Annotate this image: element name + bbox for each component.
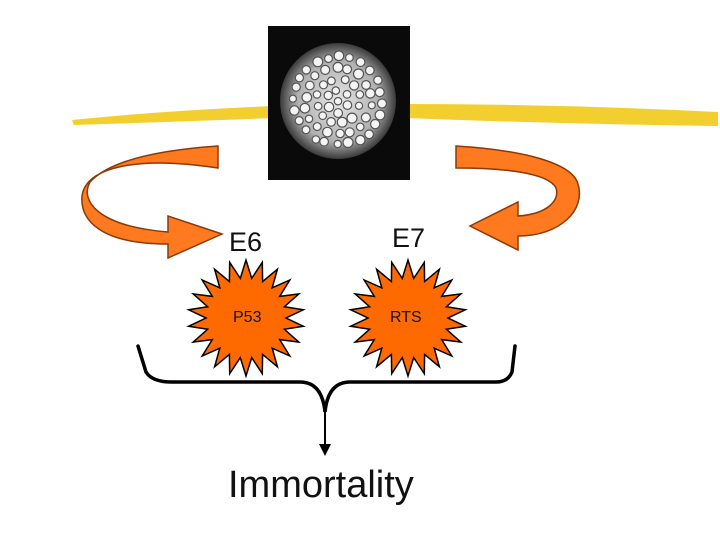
capsomere: [333, 139, 342, 149]
capsomere: [288, 94, 297, 103]
capsomere: [336, 116, 348, 128]
capsomere: [364, 65, 375, 76]
capsomere: [326, 116, 337, 127]
capsomere: [333, 96, 343, 106]
capsomere: [301, 91, 313, 103]
capsomere: [374, 109, 386, 121]
capsomere: [312, 56, 324, 68]
capsomere: [376, 98, 388, 109]
capsomere: [352, 68, 365, 80]
curved-arrow-left-icon: [455, 145, 581, 252]
capsomere: [373, 75, 383, 85]
arrow-down-icon: [319, 444, 331, 456]
capsomere: [312, 90, 322, 99]
capsomere: [342, 89, 352, 99]
capsomere: [294, 73, 305, 83]
immortality-label: Immortality: [228, 464, 414, 506]
capsomere: [355, 90, 365, 99]
e6-label: E6: [229, 227, 263, 257]
capsomere: [355, 57, 366, 68]
curved-arrow-right-icon: [81, 145, 225, 260]
capsomere: [342, 136, 354, 149]
capsomere: [331, 86, 341, 95]
capsomere: [291, 82, 301, 92]
capsomere: [294, 115, 304, 126]
capsomere: [323, 90, 334, 101]
capsomere: [301, 125, 311, 135]
highlight-bar-left: [72, 106, 275, 125]
capsomere: [312, 122, 322, 132]
capsomere: [364, 88, 376, 99]
capsomere: [310, 71, 320, 81]
capsomere: [318, 80, 329, 90]
capsomere: [304, 114, 314, 124]
capsomere: [335, 128, 345, 139]
highlight-bar: [72, 104, 718, 126]
capsomere: [324, 54, 334, 64]
capsomere: [313, 101, 323, 111]
capsomere: [323, 101, 335, 113]
virus-capsomeres: [288, 50, 388, 149]
highlight-bar-right: [405, 104, 718, 126]
capsomere: [319, 136, 330, 147]
capsomere: [354, 134, 366, 146]
capsomere: [322, 126, 333, 138]
rts-starburst-icon: [348, 257, 468, 379]
capsomere: [354, 101, 364, 111]
capsomere: [318, 111, 328, 121]
e7-label: E7: [392, 223, 426, 253]
virus-particle-image: [268, 26, 410, 180]
capsomere: [346, 112, 358, 124]
capsomere: [367, 101, 376, 110]
capsomere: [326, 76, 336, 86]
rts-label: RTS: [390, 309, 422, 326]
capsomere: [299, 102, 311, 114]
capsomere: [364, 129, 375, 140]
capsomere: [311, 135, 321, 144]
capsomere: [333, 50, 345, 62]
capsomere: [320, 64, 331, 76]
capsomere: [340, 75, 350, 85]
capsomere: [301, 65, 312, 75]
capsomere: [342, 100, 353, 110]
convergence-brace: [136, 344, 517, 413]
capsomere: [348, 80, 360, 91]
capsomere: [342, 64, 353, 75]
capsomere: [374, 86, 385, 98]
capsomere: [345, 53, 354, 62]
capsomere: [370, 118, 381, 130]
capsomere: [360, 112, 371, 123]
capsomere: [332, 61, 344, 73]
capsomere: [355, 122, 365, 132]
capsomere: [344, 127, 355, 138]
capsomere: [304, 80, 315, 91]
capsomere: [289, 105, 300, 116]
capsomere: [333, 108, 344, 119]
capsomere: [361, 79, 372, 90]
p53-label: P53: [233, 309, 262, 326]
p53-starburst-icon: [186, 257, 306, 379]
